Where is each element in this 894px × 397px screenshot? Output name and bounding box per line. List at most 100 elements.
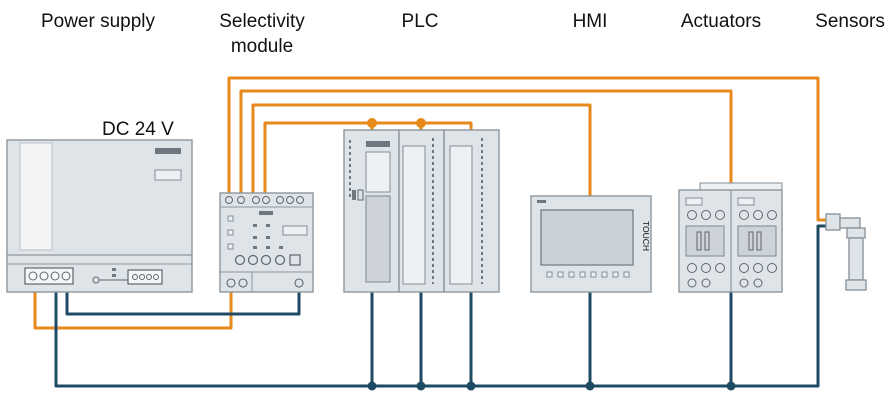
ground-line-supply-to-selectivity <box>65 283 301 316</box>
contactor-screw <box>739 263 749 273</box>
terminal-screw <box>153 274 159 280</box>
contactor-screw <box>687 278 697 288</box>
sensor-nut <box>846 227 866 239</box>
sensor-body <box>848 237 864 281</box>
junction-dot <box>367 381 377 391</box>
terminal-screw <box>225 196 233 204</box>
junction-dot <box>416 381 426 391</box>
contactor-screw <box>687 263 697 273</box>
header-power-supply: Power supply <box>41 11 156 32</box>
header-plc: PLC <box>402 11 439 32</box>
channel-led <box>266 236 270 239</box>
terminal-screw <box>226 278 236 288</box>
power-line-actuators <box>239 89 733 193</box>
contactor-label <box>737 197 755 206</box>
power-line-supply-to-selectivity <box>33 283 233 330</box>
junction-dot <box>367 118 377 128</box>
hmi-panel: TOUCH <box>530 195 652 293</box>
channel-button <box>234 254 246 266</box>
contactor-screw <box>701 263 711 273</box>
channel-led <box>279 246 283 249</box>
header-hmi: HMI <box>573 11 608 32</box>
hmi-brand-label: TOUCH <box>641 221 651 251</box>
hmi-key <box>557 271 564 278</box>
selectivity-logo <box>259 211 273 215</box>
contactor-screw <box>767 263 777 273</box>
terminal-screw <box>237 196 245 204</box>
status-mark <box>112 268 116 271</box>
contactor-label <box>685 197 703 206</box>
terminal-screw <box>132 274 138 280</box>
actuators-unit <box>678 182 783 293</box>
channel-led <box>253 224 257 227</box>
voltage-label: DC 24 V <box>102 119 174 140</box>
junction-dot <box>585 381 595 391</box>
plc-io-cover <box>449 145 473 285</box>
selectivity-module <box>219 192 314 293</box>
hmi-key <box>623 271 630 278</box>
status-led <box>227 229 234 236</box>
terminal-screw <box>252 196 260 204</box>
header-sensors: Sensors <box>815 11 885 32</box>
junction-dot <box>466 381 476 391</box>
terminal-screw <box>286 196 294 204</box>
hmi-logo <box>537 200 546 203</box>
power-line-sensors <box>227 76 826 222</box>
terminal-screw <box>262 196 270 204</box>
contactor-slot <box>696 231 702 251</box>
junction-dot <box>726 381 736 391</box>
ground-line-sensors <box>731 224 826 388</box>
channel-button <box>260 254 272 266</box>
reset-button <box>289 254 301 266</box>
plc-io-cover <box>402 145 426 285</box>
plc-switch <box>352 190 356 200</box>
channel-led <box>253 246 257 249</box>
power-supply-logo <box>155 148 181 154</box>
contactor-screw <box>739 278 749 288</box>
junction-dot <box>416 118 426 128</box>
terminal-screw <box>294 278 304 288</box>
hmi-key <box>579 271 586 278</box>
contactor-screw <box>687 210 697 220</box>
sensor-connector <box>825 213 841 231</box>
output-terminal-block <box>24 267 74 285</box>
header-selectivity-line1: Selectivity <box>219 11 305 32</box>
selectivity-label-plate <box>282 225 308 236</box>
status-led <box>227 215 234 222</box>
sensor-connector-neck <box>839 217 861 229</box>
contactor-screw <box>767 210 777 220</box>
channel-led <box>266 224 270 227</box>
power-supply-front-strip <box>19 142 53 251</box>
terminal-screw <box>61 271 71 281</box>
hmi-key <box>568 271 575 278</box>
power-wiring <box>33 76 826 330</box>
power-supply-unit: DC 24 V <box>6 119 193 293</box>
contactor-slot <box>748 231 754 251</box>
sensor-thread <box>845 279 867 291</box>
plc-front-cover <box>365 195 391 283</box>
contactor-screw <box>701 210 711 220</box>
terminal-screw <box>146 274 152 280</box>
power-line-hmi <box>251 103 592 196</box>
selectivity-body <box>219 192 314 293</box>
status-mark <box>112 274 116 277</box>
contactor-screw <box>701 278 711 288</box>
terminal-screw <box>28 271 38 281</box>
hmi-key <box>601 271 608 278</box>
terminal-screw <box>238 278 248 288</box>
terminal-screw <box>276 196 284 204</box>
channel-led <box>253 236 257 239</box>
contactor-slot <box>704 231 710 251</box>
power-supply-label-plate <box>154 169 182 181</box>
hmi-key <box>590 271 597 278</box>
plc-display <box>365 151 391 193</box>
ground-bus <box>54 283 733 388</box>
terminal-screw <box>39 271 49 281</box>
channel-led <box>266 246 270 249</box>
status-led <box>227 243 234 250</box>
channel-button <box>274 254 286 266</box>
plc-logo <box>366 141 390 147</box>
plc-unit <box>343 129 500 293</box>
hmi-screen <box>540 209 634 266</box>
